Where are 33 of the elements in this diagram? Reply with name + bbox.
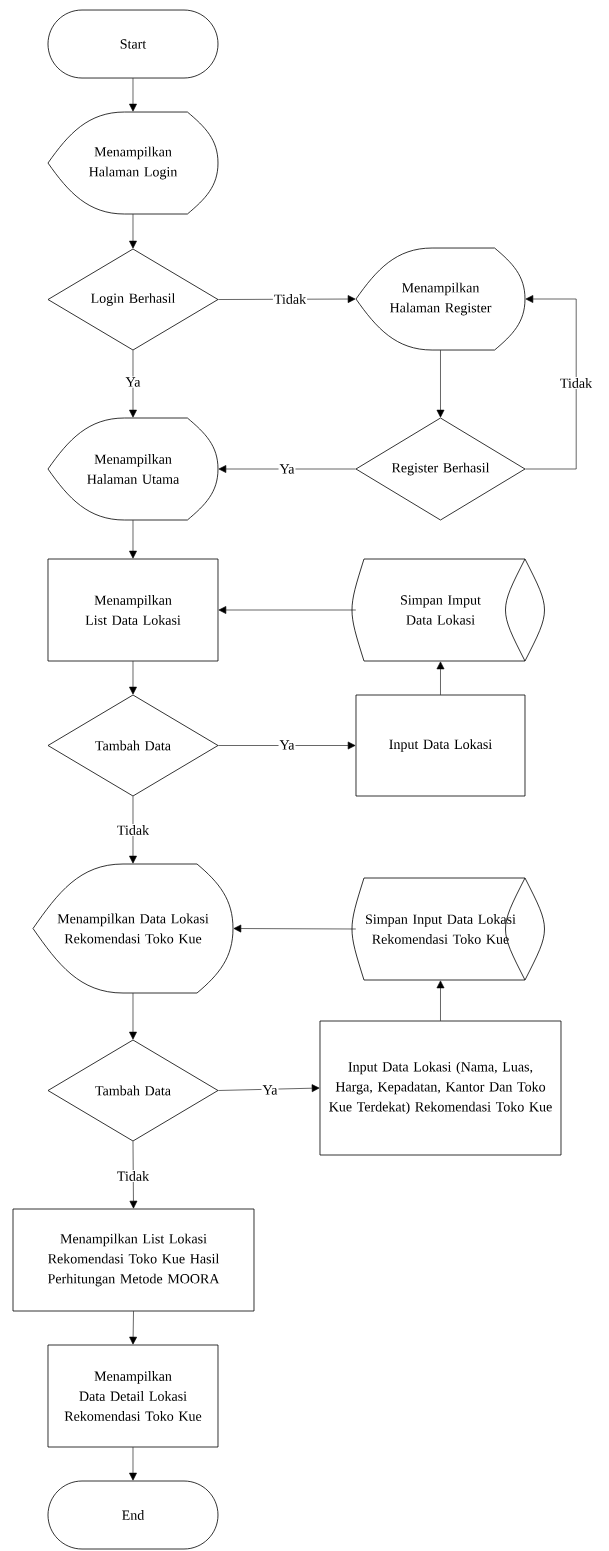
process-box: Input Data Lokasi (Nama, Luas, Harga, Kepadatan, Kantor Dan Toko Kue Terdekat) Rekomendasi Toko Kue bbox=[319, 1020, 562, 1156]
arrow bbox=[129, 660, 137, 695]
arrow bbox=[129, 795, 137, 864]
arrow bbox=[218, 465, 357, 473]
edge-label: Tidak bbox=[115, 824, 151, 836]
arrow bbox=[129, 349, 137, 418]
edge-label: Ya bbox=[261, 1084, 279, 1096]
arrow bbox=[436, 349, 445, 418]
process-box: Menampilkan List Data Lokasi bbox=[47, 558, 219, 662]
arrow bbox=[129, 992, 137, 1040]
arrow bbox=[217, 741, 356, 750]
arrow bbox=[436, 980, 445, 1022]
arrow bbox=[217, 1084, 320, 1093]
arrow bbox=[524, 295, 577, 470]
arrow bbox=[436, 661, 445, 696]
arrow bbox=[129, 77, 137, 112]
arrow bbox=[233, 924, 357, 933]
edge-label: Tidak bbox=[272, 293, 308, 305]
arrow bbox=[129, 1310, 137, 1345]
arrow bbox=[129, 213, 137, 249]
process-box: Menampilkan Data Detail Lokasi Rekomendasi Toko Kue bbox=[47, 1344, 219, 1448]
edge-label: Tidak bbox=[115, 1170, 151, 1182]
arrow bbox=[218, 606, 357, 614]
arrow bbox=[129, 1140, 138, 1209]
arrow bbox=[129, 519, 137, 559]
arrow bbox=[217, 295, 356, 303]
edge-label: Ya bbox=[278, 463, 296, 475]
arrow bbox=[129, 1446, 137, 1481]
edge-label: Ya bbox=[124, 376, 142, 388]
process-box: Menampilkan List Lokasi Rekomendasi Toko Kue Hasil Perhitungan Metode MOORA bbox=[12, 1208, 255, 1312]
edge-label: Tidak bbox=[558, 377, 594, 389]
edge-label: Ya bbox=[278, 739, 296, 751]
process-box: Input Data Lokasi bbox=[355, 694, 526, 797]
